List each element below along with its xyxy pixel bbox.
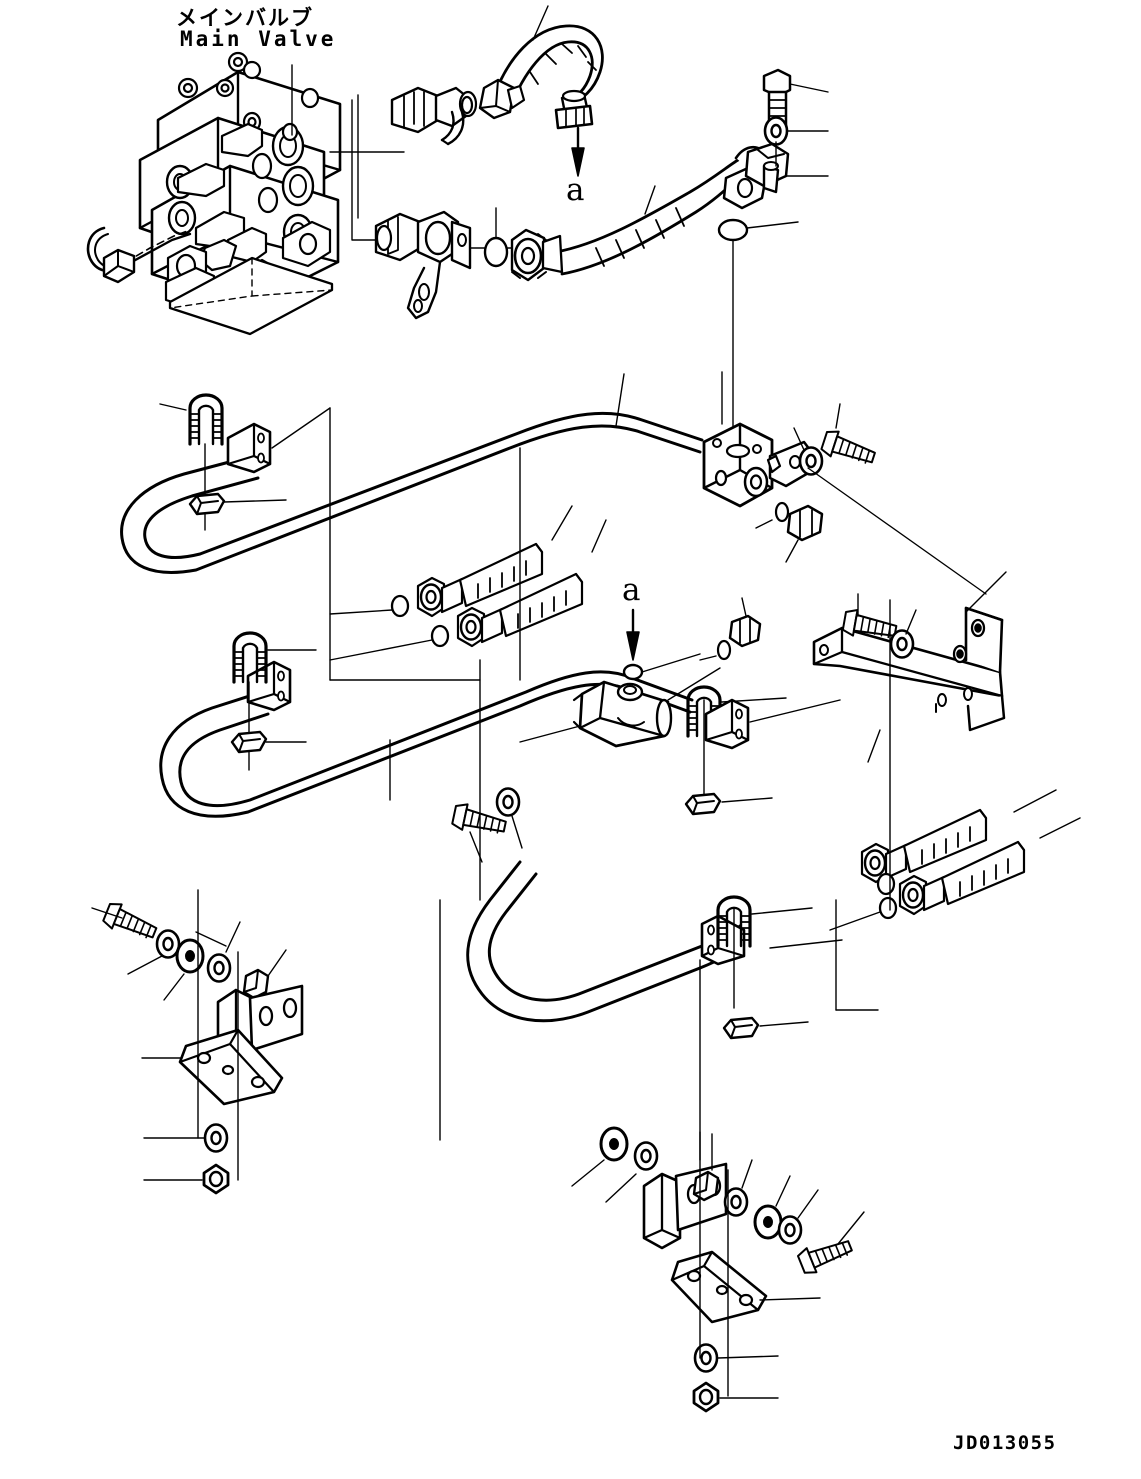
tube-flange-middle-left xyxy=(246,660,292,712)
hose-upper-with-swivel-nut xyxy=(478,24,604,130)
tube-loop-lower xyxy=(466,860,704,1023)
bracket-right-assembly xyxy=(571,959,865,1413)
clip-lower-right xyxy=(722,1016,760,1040)
tube-loop-middle xyxy=(159,670,694,818)
clip-middle-left xyxy=(230,730,268,754)
title-japanese: メインバルブ xyxy=(176,6,314,30)
tube-flange-union-right xyxy=(704,698,750,750)
oring-small-left xyxy=(460,95,474,115)
oring-upper-left xyxy=(483,236,509,268)
drawing-number: JD013055 xyxy=(953,1432,1057,1454)
washer-upper-right xyxy=(763,116,789,146)
bolt-junction xyxy=(819,427,879,470)
angle-bracket-right xyxy=(812,606,1006,732)
ubolt-upper-left xyxy=(188,393,224,446)
plug-junction xyxy=(786,504,824,542)
oring-junction xyxy=(774,501,790,523)
tube-union-center xyxy=(572,680,673,748)
oring-upper-right xyxy=(717,218,749,242)
clip-upper-left xyxy=(188,492,226,516)
title-english: Main Valve xyxy=(180,27,337,51)
tube-flange-upper-left xyxy=(226,422,272,474)
main-valve-assembly xyxy=(86,51,405,336)
hose-cluster-right xyxy=(860,808,1026,920)
bracket-left-assembly xyxy=(91,889,304,1195)
callout-marker-a-top: a xyxy=(566,172,585,208)
washer-middle-lower xyxy=(495,787,521,817)
callout-arrow-a-mid xyxy=(622,608,644,681)
elbow-fitting-lower xyxy=(374,210,472,320)
clip-union-right xyxy=(684,792,722,816)
callout-arrow-a-top xyxy=(571,126,585,177)
hose-cluster-left xyxy=(390,542,584,648)
nut-union-right xyxy=(728,614,762,648)
washer-angle-bracket xyxy=(889,629,915,659)
reference-lines xyxy=(329,407,891,1141)
elbow-fitting-upper xyxy=(390,86,478,146)
tube-loop-upper xyxy=(120,411,704,574)
oring-union-right xyxy=(716,639,732,661)
junction-block-upper xyxy=(702,422,812,508)
hose-upper-flanged xyxy=(510,145,771,282)
callout-marker-a-mid: a xyxy=(622,572,641,608)
